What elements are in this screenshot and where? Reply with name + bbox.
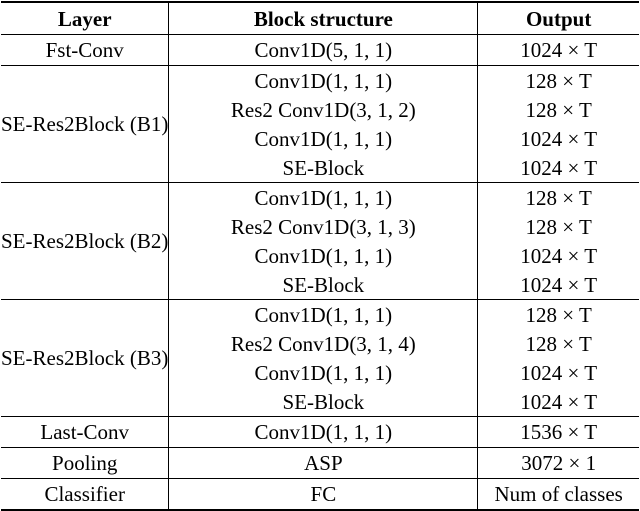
block-cell: SE-Block [168, 153, 479, 183]
table-row: Pooling ASP 3072 × 1 [1, 447, 639, 479]
table-row: Res2 Conv1D(3, 1, 2) 128 × T [1, 95, 639, 124]
layer-cell: SE-Res2Block (B2) [1, 182, 170, 300]
output-cell: 1024 × T [477, 387, 639, 417]
block-cell: Res2 Conv1D(3, 1, 3) [168, 212, 479, 241]
block-cell: Conv1D(5, 1, 1) [168, 34, 479, 66]
table-row: Conv1D(1, 1, 1) 1024 × T [1, 241, 639, 270]
table-row: Last-Conv Conv1D(1, 1, 1) 1536 × T [1, 416, 639, 448]
block-cell: ASP [168, 447, 479, 479]
block-cell: Conv1D(1, 1, 1) [168, 241, 479, 270]
table-row: Res2 Conv1D(3, 1, 3) 128 × T [1, 212, 639, 241]
block-cell: Conv1D(1, 1, 1) [168, 416, 479, 448]
output-cell: 128 × T [525, 97, 592, 122]
output-cell: 1024 × T [477, 34, 639, 66]
header-block-structure: Block structure [168, 1, 479, 35]
header-layer: Layer [1, 1, 170, 35]
block-cell: Conv1D(1, 1, 1) [168, 299, 479, 329]
block-cell: FC [168, 478, 479, 511]
output-cell: 1024 × T [477, 270, 639, 300]
layer-cell: Fst-Conv [1, 34, 170, 66]
table-row: SE-Res2Block (B3) Conv1D(1, 1, 1) 128 × … [1, 299, 639, 417]
block-cell: Conv1D(1, 1, 1) [168, 65, 479, 95]
block-cell: SE-Block [168, 270, 479, 300]
table-row: SE-Res2Block (B2) Conv1D(1, 1, 1) 128 × … [1, 182, 639, 300]
output-cell: 1536 × T [477, 416, 639, 448]
block-cell: Res2 Conv1D(3, 1, 4) [168, 329, 479, 358]
output-cell: 1024 × T [520, 360, 598, 385]
header-output: Output [477, 1, 639, 35]
block-cell: Conv1D(1, 1, 1) [168, 182, 479, 212]
output-cell: 128 × T [525, 185, 592, 210]
table-row: Classifier FC Num of classes [1, 478, 639, 511]
layer-cell: SE-Res2Block (B1) [1, 65, 170, 183]
block-cell: SE-Block [168, 387, 479, 417]
output-cell: 128 × T [525, 302, 592, 327]
output-cell: 1024 × T [520, 243, 598, 268]
block-cell: Res2 Conv1D(3, 1, 2) [168, 95, 479, 124]
output-cell: 128 × T [525, 331, 592, 356]
table-row: Conv1D(1, 1, 1) 1024 × T [1, 124, 639, 153]
table-row: SE-Res2Block (B1) Conv1D(1, 1, 1) 128 × … [1, 65, 639, 183]
layer-cell: Last-Conv [1, 416, 170, 448]
table-row: Conv1D(1, 1, 1) 1024 × T [1, 358, 639, 387]
table-row: SE-Block 1024 × T [1, 153, 639, 183]
output-cell: 1024 × T [520, 126, 598, 151]
layer-cell: Pooling [1, 447, 170, 479]
block-cell: Conv1D(1, 1, 1) [168, 124, 479, 153]
block-cell: Conv1D(1, 1, 1) [168, 358, 479, 387]
table-header-row: Layer Block structure Output [1, 1, 639, 35]
output-cell: 3072 × 1 [477, 447, 639, 479]
table-row: SE-Block 1024 × T [1, 387, 639, 417]
output-cell: 128 × T [525, 68, 592, 93]
layer-cell: SE-Res2Block (B3) [1, 299, 170, 417]
table-row: Res2 Conv1D(3, 1, 4) 128 × T [1, 329, 639, 358]
layer-cell: Classifier [1, 478, 170, 511]
table-row: Fst-Conv Conv1D(5, 1, 1) 1024 × T [1, 34, 639, 66]
table-row: SE-Block 1024 × T [1, 270, 639, 300]
output-cell: 128 × T [525, 214, 592, 239]
output-cell: Num of classes [477, 478, 639, 511]
output-cell: 1024 × T [477, 153, 639, 183]
